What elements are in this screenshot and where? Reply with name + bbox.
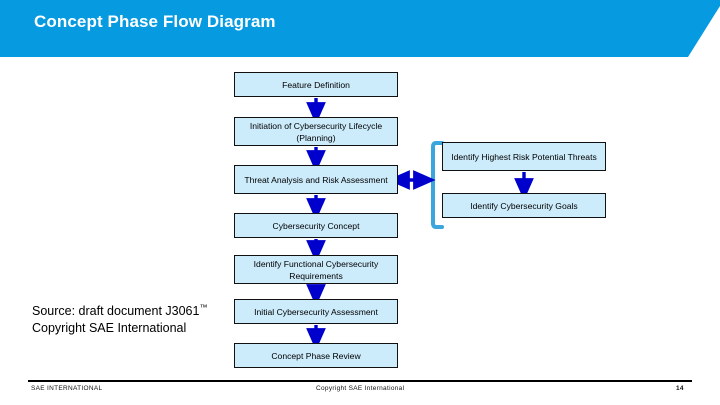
source-line-2: Copyright SAE International [32, 321, 187, 336]
trademark-symbol: ™ [199, 303, 208, 312]
footer-copyright: Copyright SAE International [316, 385, 405, 392]
flow-box-highest-risk-threats[interactable]: Identify Highest Risk Potential Threats [442, 142, 606, 171]
flow-box-feature-definition[interactable]: Feature Definition [234, 72, 398, 97]
footer-divider [28, 380, 692, 382]
side-branch-bracket [431, 141, 444, 229]
footer-page-number: 14 [676, 385, 684, 392]
source-document-text: Source: draft document J3061 [32, 304, 200, 319]
source-line-1: Source: draft document J3061™ [32, 299, 207, 320]
flow-box-cybersecurity-concept[interactable]: Cybersecurity Concept [234, 213, 398, 238]
flow-box-initial-assessment[interactable]: Initial Cybersecurity Assessment [234, 299, 398, 324]
footer-organization: SAE INTERNATIONAL [31, 385, 103, 392]
flow-box-threat-analysis[interactable]: Threat Analysis and Risk Assessment [234, 165, 398, 194]
flow-box-concept-phase-review[interactable]: Concept Phase Review [234, 343, 398, 368]
page-title: Concept Phase Flow Diagram [34, 12, 276, 31]
flow-box-cybersecurity-goals[interactable]: Identify Cybersecurity Goals [442, 193, 606, 218]
flow-box-functional-requirements[interactable]: Identify Functional Cybersecurity Requir… [234, 255, 398, 284]
header-banner [0, 0, 720, 57]
flow-box-initiation-lifecycle[interactable]: Initiation of Cybersecurity Lifecycle (P… [234, 117, 398, 146]
source-note: Source: draft document J3061™ Copyright … [32, 299, 207, 337]
